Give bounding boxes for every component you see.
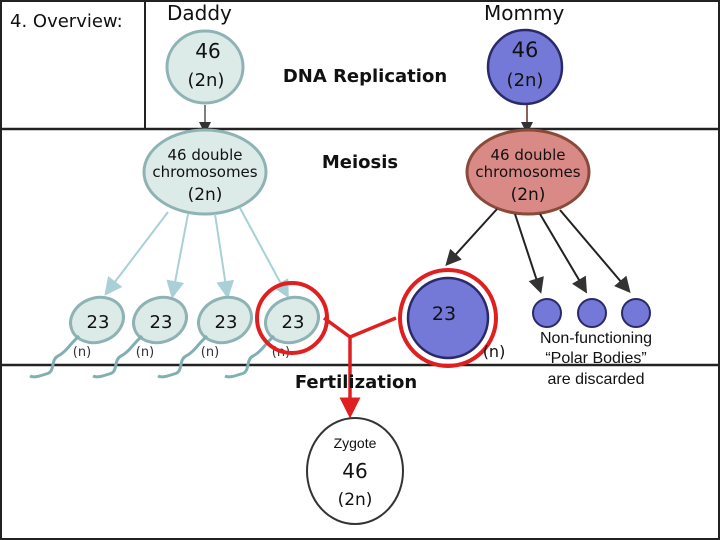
sperm-highlight-ring [255, 281, 329, 355]
daddy-double-line2: chromosomes [152, 163, 257, 181]
daddy-label: Daddy [167, 1, 232, 25]
zygote-label: Zygote [334, 435, 377, 451]
sperm-1: 23 (n) [29, 295, 125, 379]
zygote-ploidy: (2n) [338, 490, 373, 510]
polar-text-line2: “Polar Bodies” [545, 350, 646, 367]
sperm-2-ploidy: (n) [136, 345, 154, 360]
sperm-2: 23 (n) [92, 295, 188, 379]
sperm-2-count: 23 [150, 312, 173, 333]
sperm-1-tail [29, 334, 81, 379]
fertilization-label: Fertilization [295, 372, 417, 393]
daddy-double-cell [142, 128, 268, 216]
sperm-arrows [104, 207, 289, 299]
mommy-cell-count: 46 [512, 38, 539, 62]
sperm-2-tail [92, 334, 144, 379]
sperm-3-head [197, 295, 253, 345]
mommy-double-line2: chromosomes [475, 163, 580, 181]
sperm-2-head [132, 295, 188, 345]
dna-replication-label: DNA Replication [283, 66, 447, 87]
sperm-arrow-4 [239, 207, 289, 299]
sperm-1-ploidy: (n) [73, 345, 91, 360]
egg-cell [406, 276, 490, 360]
sperm-3: 23 (n) [157, 295, 253, 379]
egg-ploidy: (n) [483, 342, 506, 361]
sperm-3-count: 23 [215, 312, 238, 333]
daddy-cell [165, 29, 245, 105]
daddy-cell-count: 46 [195, 39, 220, 63]
sperm-3-ploidy: (n) [201, 345, 219, 360]
meiosis-label: Meiosis [322, 152, 398, 173]
sperm-4-tail [224, 334, 276, 379]
polar-arrow-3 [559, 209, 631, 294]
daddy-cell-ploidy: (2n) [188, 70, 225, 91]
mommy-cell-ploidy: (2n) [507, 70, 544, 91]
sperm-arrow-2 [166, 213, 189, 299]
egg-arrows [445, 208, 631, 294]
polar-arrow-1 [514, 213, 544, 294]
mommy-cell [486, 28, 564, 106]
polar-text-line3: are discarded [548, 371, 645, 388]
overview-title: 4. Overview: [10, 11, 123, 32]
fertilization-connector [322, 316, 397, 339]
egg-highlight-ring [398, 268, 498, 368]
sperm-arrow-1 [104, 211, 169, 296]
egg-arrow [445, 208, 498, 266]
mommy-label: Mommy [484, 1, 564, 25]
polar-body-3 [621, 298, 651, 328]
mommy-double-line1: 46 double [491, 146, 566, 164]
egg-count: 23 [432, 303, 456, 325]
sperm-arrow-3 [214, 213, 235, 299]
polar-body-1 [532, 298, 562, 328]
polar-body-2 [577, 298, 607, 328]
sperm-1-count: 23 [87, 312, 110, 333]
mommy-double-ploidy: (2n) [511, 185, 546, 205]
sperm-1-head [69, 295, 125, 345]
sperm-3-tail [157, 334, 209, 379]
polar-text-line1: Non-functioning [540, 330, 652, 347]
daddy-double-line1: 46 double [168, 146, 243, 164]
sperm-4-head [264, 295, 320, 345]
polar-arrow-2 [539, 213, 588, 294]
zygote-count: 46 [342, 459, 367, 483]
daddy-double-ploidy: (2n) [188, 185, 223, 205]
polar-bodies [532, 298, 651, 328]
zygote-cell [306, 417, 404, 525]
mommy-double-cell [465, 128, 591, 216]
sperm-4-count: 23 [282, 312, 305, 333]
